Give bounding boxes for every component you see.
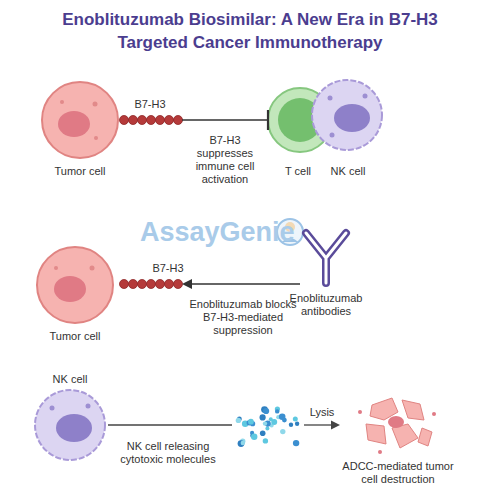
cell-label: NK cell [323, 165, 373, 178]
cytotoxic-molecule [260, 430, 266, 436]
b7h3-bead [138, 280, 147, 289]
cytotoxic-molecule [263, 408, 269, 414]
granule [86, 404, 91, 409]
nk-cell: NK cell [312, 80, 382, 150]
nk-cell-art [35, 390, 105, 460]
tumor-cell-art [37, 247, 113, 323]
cytotoxic-molecule [260, 414, 266, 420]
granule [93, 102, 98, 107]
b7h3-bead [120, 116, 129, 125]
b7h3-bead [138, 116, 147, 125]
edge-label: B7-H3 suppresses immune cell activation [182, 134, 268, 186]
cell-body [37, 247, 113, 323]
b7h3-bead [165, 116, 174, 125]
cell-nucleus [58, 111, 90, 137]
granule [90, 266, 95, 271]
cytotoxic-molecule [251, 434, 257, 440]
lysis-arrowhead [331, 421, 340, 430]
b7h3-bead [129, 116, 138, 125]
cell-nucleus [334, 104, 370, 132]
granule [328, 96, 333, 101]
antibody-art [306, 233, 346, 283]
granule [330, 133, 335, 138]
destroyed-tumor-cell: ADCC-mediated tumor cell destruction [360, 396, 436, 454]
fragment [418, 428, 432, 446]
cytotoxic-molecule [293, 417, 298, 422]
cell-label: ADCC-mediated tumor cell destruction [336, 460, 461, 486]
cytotoxic-molecule [275, 409, 279, 413]
edge-label: Enoblituzumab blocks B7-H3-mediated supp… [188, 298, 298, 337]
cytotoxic-molecule [263, 421, 267, 425]
cell-nucleus [54, 276, 86, 302]
cell-label: NK cell [40, 373, 100, 386]
protein-label: B7-H3 [143, 262, 193, 275]
arrowhead [182, 279, 192, 289]
cytotoxic-molecule [265, 426, 269, 430]
b7h3-bead [156, 280, 165, 289]
debris [378, 450, 382, 454]
tumor-cell-art [42, 82, 118, 158]
cytotoxic-molecule [279, 413, 286, 420]
nk-cell: NK cell [35, 390, 105, 460]
blocking-arrow [182, 279, 300, 289]
cytotoxic-molecule [248, 419, 254, 425]
b7h3-bead [165, 280, 174, 289]
cytotoxic-molecule [241, 441, 245, 445]
cytotoxic-molecule [263, 438, 268, 443]
title: Enoblituzumab Biosimilar: A New Era in B… [50, 8, 450, 54]
cytotoxic-molecule [236, 418, 241, 423]
antibody-inner [306, 233, 346, 283]
tumor-cell: Tumor cell [37, 247, 182, 323]
nk-cell-art [312, 80, 382, 150]
cell-body [35, 390, 105, 460]
b7h3-bead [147, 280, 156, 289]
fragment [366, 424, 386, 444]
connector-line [191, 283, 300, 284]
step-label: Lysis [302, 406, 342, 419]
cytotoxic-molecule [271, 419, 277, 425]
b7h3-bead [120, 280, 129, 289]
b7h3-bead [156, 116, 165, 125]
fragment [402, 400, 424, 420]
cell-label: Tumor cell [40, 165, 120, 178]
cytotoxic-molecule [289, 423, 293, 427]
inhibition-bar [267, 110, 269, 130]
lysis-arrow [304, 424, 332, 425]
cell-body [42, 82, 118, 158]
antibody: Enoblituzumab antibodies [300, 228, 352, 285]
granule [50, 406, 55, 411]
cell-label: T cell [278, 165, 318, 178]
b7h3-bead [147, 116, 156, 125]
release-line [108, 424, 232, 425]
tumor-cell: Tumor cell [40, 82, 182, 158]
connector-line [182, 119, 268, 120]
protein-label: B7-H3 [125, 98, 175, 111]
cytotoxic-molecule [295, 422, 299, 426]
antibody-outline [306, 233, 346, 283]
granule [363, 94, 368, 99]
cytotoxic-molecule [280, 429, 285, 434]
fragment-nucleus [388, 416, 404, 428]
debris [432, 412, 436, 416]
t-cell: T cell [268, 88, 332, 152]
cell-body [312, 80, 382, 150]
destroyed-cell-art [358, 398, 436, 454]
cell-nucleus [56, 414, 92, 442]
cytotoxic-molecule [238, 440, 245, 447]
granule [54, 266, 58, 270]
inhibition-connector [182, 110, 268, 130]
watermark: AssayGenie [140, 216, 290, 248]
b7h3-bead [174, 280, 183, 289]
b7h3-bead [129, 280, 138, 289]
debris [358, 410, 362, 414]
b7h3-bead [174, 116, 183, 125]
cytotoxic-molecule [293, 440, 299, 446]
cell-label: Tumor cell [35, 330, 115, 343]
granule [60, 100, 64, 104]
step-label: NK cell releasing cytotoxic molecules [108, 440, 228, 466]
granule [94, 136, 98, 140]
